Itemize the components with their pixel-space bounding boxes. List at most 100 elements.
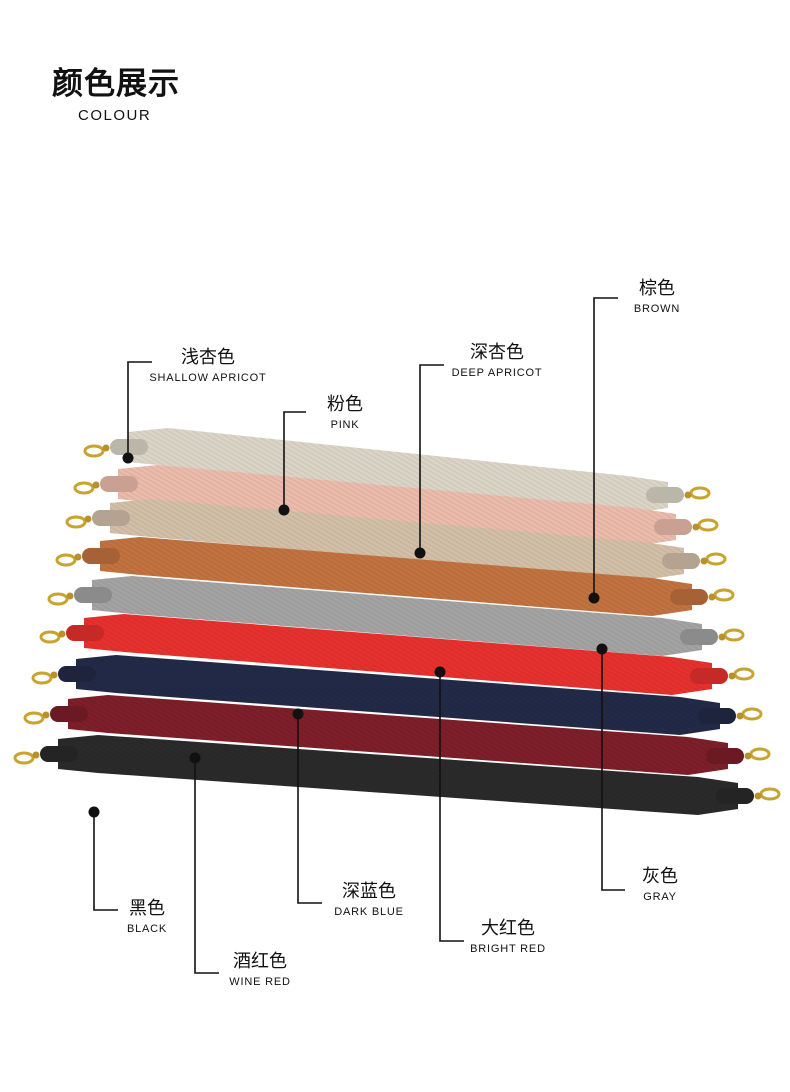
leather-tab-right bbox=[706, 748, 744, 764]
gold-clasp-right-icon bbox=[692, 518, 719, 532]
leather-tab-right bbox=[662, 553, 700, 569]
strap-texture bbox=[100, 537, 692, 616]
leather-tab-right bbox=[690, 668, 728, 684]
leather-tab-left bbox=[74, 587, 112, 603]
color-name-en: DEEP APRICOT bbox=[451, 367, 543, 379]
strap-texture bbox=[118, 465, 676, 546]
strap-texture bbox=[128, 428, 668, 514]
strap-texture bbox=[84, 614, 712, 695]
gold-clasp-right-icon bbox=[684, 486, 711, 500]
strap-texture bbox=[68, 695, 728, 775]
strap-texture bbox=[92, 576, 702, 656]
leather-tab-right bbox=[716, 788, 754, 804]
marker-dot bbox=[434, 666, 446, 678]
leader-4 bbox=[588, 297, 618, 604]
gold-clasp-left-icon bbox=[39, 630, 66, 644]
gold-clasp-right-icon bbox=[708, 588, 735, 602]
leather-tab-left bbox=[92, 510, 130, 526]
gold-clasp-left-icon bbox=[55, 553, 82, 567]
leather-tab-left bbox=[110, 439, 148, 455]
marker-dot bbox=[278, 504, 290, 516]
leather-tab-right bbox=[654, 519, 692, 535]
gold-clasp-left-icon bbox=[83, 444, 110, 458]
marker-dot bbox=[189, 752, 201, 764]
strap-9 bbox=[13, 735, 781, 815]
color-name-en: SHALLOW APRICOT bbox=[149, 372, 267, 384]
leather-tab-left bbox=[82, 548, 120, 564]
gold-clasp-left-icon bbox=[47, 592, 74, 606]
gold-clasp-left-icon bbox=[23, 711, 50, 725]
gold-clasp-left-icon bbox=[13, 751, 40, 765]
gold-clasp-right-icon bbox=[728, 667, 755, 681]
leather-tab-left bbox=[40, 746, 78, 762]
color-name-cn: 深蓝色 bbox=[342, 881, 396, 902]
color-name-en: PINK bbox=[330, 419, 360, 431]
gold-clasp-right-icon bbox=[700, 552, 727, 566]
strap-texture bbox=[76, 655, 720, 735]
marker-dot bbox=[122, 452, 134, 464]
color-label-3: 深杏色 DEEP APRICOT bbox=[442, 342, 552, 381]
gold-clasp-right-icon bbox=[744, 747, 771, 761]
gold-clasp-right-icon bbox=[736, 707, 763, 721]
leader-9 bbox=[88, 806, 118, 911]
gold-clasp-left-icon bbox=[31, 671, 58, 685]
leader-3 bbox=[414, 364, 444, 559]
color-name-en: WINE RED bbox=[229, 976, 291, 988]
gold-clasp-left-icon bbox=[65, 515, 92, 529]
marker-dot bbox=[414, 547, 426, 559]
color-name-cn: 粉色 bbox=[327, 394, 363, 415]
leader-1 bbox=[122, 361, 152, 464]
marker-dot bbox=[292, 708, 304, 720]
strap-4 bbox=[55, 537, 735, 616]
strap-texture bbox=[58, 735, 738, 815]
marker-dot bbox=[596, 643, 608, 655]
color-name-cn: 灰色 bbox=[642, 866, 678, 887]
marker-dot bbox=[88, 806, 100, 818]
strap-3 bbox=[65, 499, 727, 580]
leather-tab-left bbox=[100, 476, 138, 492]
color-name-cn: 大红色 bbox=[481, 918, 535, 939]
strap-5 bbox=[47, 576, 745, 656]
leader-5 bbox=[596, 643, 625, 891]
gold-clasp-left-icon bbox=[73, 481, 100, 495]
gold-clasp-right-icon bbox=[754, 787, 781, 801]
color-label-6: 大红色 BRIGHT RED bbox=[458, 918, 558, 957]
color-label-2: 粉色 PINK bbox=[315, 394, 375, 433]
leather-tab-left bbox=[66, 625, 104, 641]
leather-tab-right bbox=[698, 708, 736, 724]
marker-dot bbox=[588, 592, 600, 604]
color-label-1: 浅杏色 SHALLOW APRICOT bbox=[138, 347, 278, 386]
color-name-en: BLACK bbox=[126, 923, 168, 935]
strap-texture bbox=[110, 499, 684, 580]
strap-7 bbox=[31, 655, 763, 735]
leader-2 bbox=[278, 411, 306, 516]
leather-tab-right bbox=[680, 629, 718, 645]
color-name-cn: 酒红色 bbox=[233, 951, 287, 972]
color-name-en: BROWN bbox=[633, 303, 681, 315]
leader-6 bbox=[434, 666, 464, 942]
color-name-cn: 黑色 bbox=[129, 898, 165, 919]
leader-7 bbox=[292, 708, 322, 904]
leather-tab-right bbox=[670, 589, 708, 605]
color-name-en: BRIGHT RED bbox=[470, 943, 546, 955]
leather-tab-left bbox=[50, 706, 88, 722]
leader-8 bbox=[189, 752, 219, 974]
strap-8 bbox=[23, 695, 771, 775]
color-name-cn: 浅杏色 bbox=[181, 347, 235, 368]
color-label-9: 黑色 BLACK bbox=[117, 898, 177, 937]
color-label-4: 棕色 BROWN bbox=[627, 278, 687, 317]
strap-6 bbox=[39, 614, 755, 695]
color-name-cn: 棕色 bbox=[639, 278, 675, 299]
color-name-en: DARK BLUE bbox=[334, 906, 404, 918]
gold-clasp-right-icon bbox=[718, 628, 745, 642]
page-title: 颜色展示 bbox=[52, 66, 180, 102]
strap-1 bbox=[83, 428, 711, 514]
color-name-cn: 深杏色 bbox=[470, 342, 524, 363]
color-label-7: 深蓝色 DARK BLUE bbox=[324, 881, 414, 920]
color-name-en: GRAY bbox=[643, 891, 677, 903]
leather-tab-left bbox=[58, 666, 96, 682]
color-label-5: 灰色 GRAY bbox=[630, 866, 690, 905]
strap-2 bbox=[73, 465, 719, 546]
leather-tab-right bbox=[646, 487, 684, 503]
